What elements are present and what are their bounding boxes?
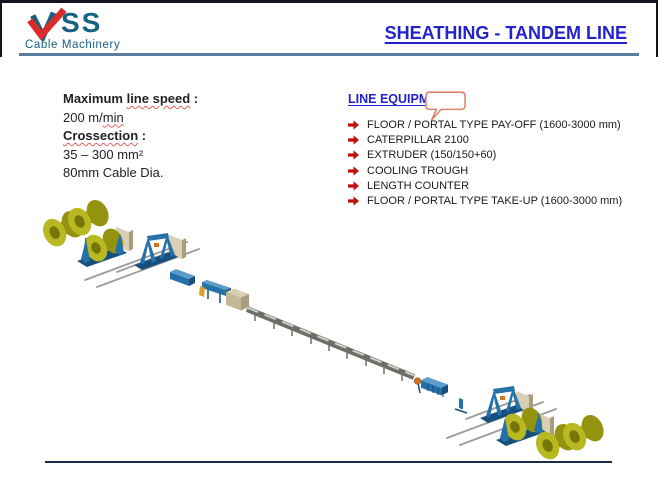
logo-subtitle: Cable Machinery — [25, 39, 121, 51]
spec-text: 200 m/ — [63, 109, 103, 125]
equipment-item-label: COOLING TROUGH — [367, 164, 469, 177]
spec-text: Maximum — [63, 91, 127, 106]
spec-line: 35 – 300 mm² — [63, 146, 144, 162]
guide-stand — [454, 398, 468, 414]
cooling-trough — [245, 306, 416, 381]
payoff-machine — [77, 225, 133, 267]
frame-right-border — [656, 0, 658, 57]
logo-wordmark: SS — [25, 7, 120, 41]
spec-line: Crossection : — [63, 127, 198, 146]
equipment-item: LENGTH COUNTER — [348, 178, 648, 193]
arrow-bullet-icon — [348, 181, 359, 191]
equipment-list: FLOOR / PORTAL TYPE PAY-OFF (1600-3000 m… — [348, 117, 648, 209]
equipment-item: CATERPILLAR 2100 — [348, 132, 648, 147]
equipment-item-label: EXTRUDER (150/150+60) — [367, 149, 497, 162]
control-cabinet — [226, 288, 249, 311]
extruder — [199, 280, 231, 303]
spec-text-misspelled: Crossection — [63, 128, 139, 143]
arrow-bullet-icon — [348, 165, 359, 176]
equipment-item: EXTRUDER (150/150+60) — [348, 148, 648, 163]
length-counter — [413, 377, 421, 394]
spec-line: 200 m/min — [63, 109, 198, 128]
arrow-bullet-icon — [348, 135, 359, 145]
spec-line: 80mm Cable Dia. — [63, 165, 164, 180]
frame-top-border — [0, 0, 658, 3]
equipment-item-label: CATERPILLAR 2100 — [367, 133, 469, 146]
spec-text: : — [138, 128, 147, 143]
spec-text-misspelled: line speed — [126, 91, 191, 106]
accumulator-box — [170, 269, 195, 286]
spec-text-misspelled: min — [102, 109, 124, 125]
arrow-bullet-icon — [348, 196, 359, 206]
caterpillar-unit — [421, 377, 448, 397]
company-logo: SS Cable Machinery — [25, 7, 120, 51]
equipment-item-label: LENGTH COUNTER — [367, 179, 470, 192]
equipment-item: COOLING TROUGH — [348, 163, 648, 178]
spec-text: : — [190, 91, 199, 106]
frame-left-border — [0, 0, 2, 57]
footer-divider — [45, 461, 612, 463]
page-title: SHEATHING - TANDEM LINE — [384, 23, 627, 43]
equipment-item: FLOOR / PORTAL TYPE PAY-OFF (1600-3000 m… — [348, 117, 648, 132]
equipment-item: FLOOR / PORTAL TYPE TAKE-UP (1600-3000 m… — [348, 193, 648, 208]
spec-line: Maximum line speed : — [63, 90, 198, 109]
equipment-item-label: FLOOR / PORTAL TYPE PAY-OFF (1600-3000 m… — [367, 118, 621, 131]
header-divider — [19, 53, 639, 56]
specs-block: Maximum line speed : 200 m/min Crossecti… — [63, 90, 198, 183]
arrow-bullet-icon — [348, 150, 359, 160]
logo-checkmark-icon — [27, 7, 67, 41]
comment-callout-icon — [425, 91, 466, 121]
logo-text: SS — [61, 7, 103, 38]
equipment-item-label: FLOOR / PORTAL TYPE TAKE-UP (1600-3000 m… — [367, 195, 623, 208]
arrow-bullet-icon — [348, 120, 359, 130]
